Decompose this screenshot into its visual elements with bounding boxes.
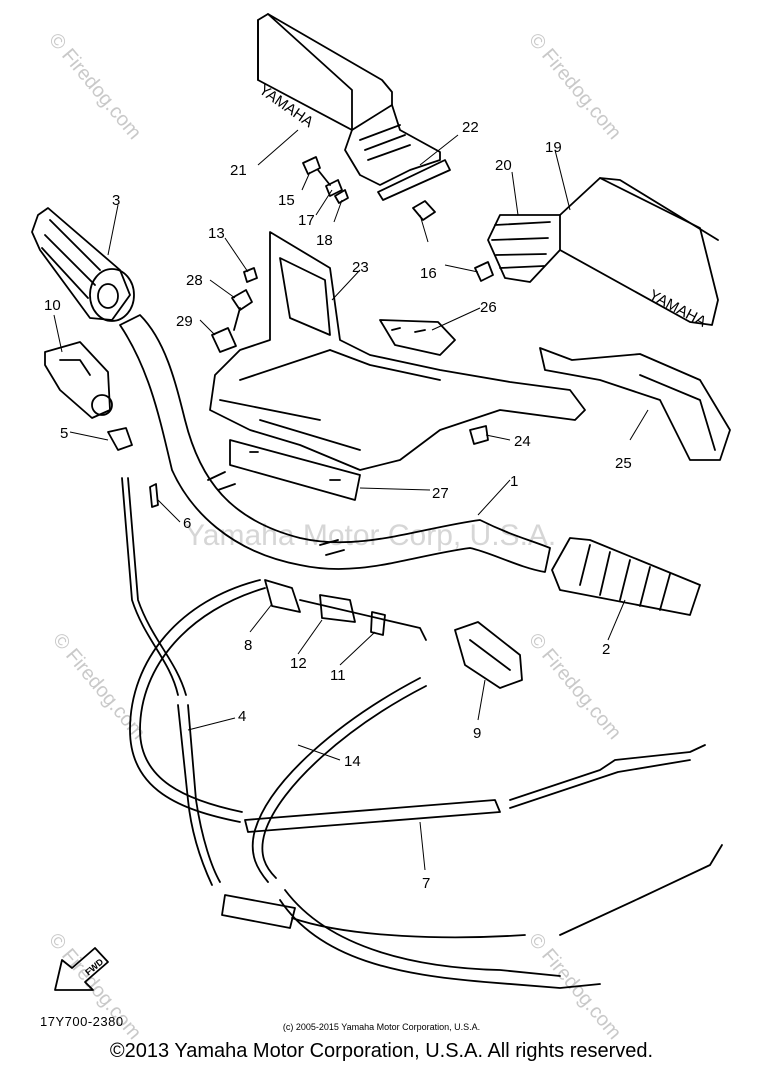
callout-22: 22 (462, 119, 479, 136)
lower-cover-25-part (539, 347, 731, 461)
callout-29: 29 (176, 313, 193, 330)
callout-18: 18 (316, 232, 333, 249)
callout-4: 4 (238, 708, 246, 725)
callout-21: 21 (230, 162, 247, 179)
callout-14: 14 (344, 753, 361, 770)
callout-24: 24 (514, 433, 531, 450)
callout-25: 25 (615, 455, 632, 472)
callout-23: 23 (352, 259, 369, 276)
spacer-16-part (412, 200, 494, 282)
callout-15: 15 (278, 192, 295, 209)
bolt-24-part (469, 425, 489, 445)
callout-11: 11 (330, 667, 346, 684)
callout-12: 12 (290, 655, 307, 672)
mirror-right-part (487, 177, 719, 326)
callout-26: 26 (480, 299, 497, 316)
fwd-arrow-icon (54, 947, 109, 991)
bolt-15-part (302, 156, 349, 204)
callout-13: 13 (208, 225, 225, 242)
bracket-26-part (379, 319, 456, 356)
mirror-upper-part (257, 13, 441, 186)
callout-2: 2 (602, 641, 610, 658)
bolt-28-part (231, 289, 253, 331)
callout-16: 16 (420, 265, 437, 282)
grip-right-part (551, 537, 701, 616)
callout-19: 19 (545, 139, 562, 156)
nut-13-part (243, 267, 258, 283)
callout-27: 27 (432, 485, 449, 502)
brand-label-right: YAMAHA (646, 287, 709, 331)
switch-left-part (44, 341, 113, 419)
bracket-27-part (229, 439, 361, 501)
callout-5: 5 (60, 425, 68, 442)
callout-7: 7 (422, 875, 430, 892)
callout-9: 9 (473, 725, 481, 742)
callout-3: 3 (112, 192, 120, 209)
screw-6-part (149, 483, 159, 508)
boot-9-part (454, 621, 523, 689)
callout-1: 1 (510, 473, 518, 490)
callout-group: 1 2 3 4 5 6 7 8 9 10 11 12 13 14 15 16 1… (44, 119, 632, 892)
mirror-stem-part (377, 159, 451, 201)
watermark-top-right: © Firedog.com (524, 29, 625, 144)
callout-10: 10 (44, 297, 61, 314)
watermark-center: Yamaha Motor Corp, U.S.A. (185, 519, 556, 552)
handle-cover-part (209, 231, 586, 471)
clamp-5-part (107, 427, 133, 451)
small-copyright: (c) 2005-2015 Yamaha Motor Corporation, … (282, 1022, 481, 1032)
cables-part (121, 477, 723, 989)
copyright-footer: ©2013 Yamaha Motor Corporation, U.S.A. A… (109, 1040, 654, 1062)
collar-29-part (211, 327, 237, 353)
watermark-top-left: © Firedog.com (44, 29, 145, 144)
grip-left-part (31, 207, 135, 322)
handlebar-part (119, 314, 551, 573)
callout-20: 20 (495, 157, 512, 174)
watermark-mid-left: © Firedog.com (48, 629, 149, 744)
adjuster-part (264, 579, 427, 641)
diagram-code: 17Y700-2380 (40, 1014, 124, 1029)
callout-8: 8 (244, 637, 252, 654)
callout-6: 6 (183, 515, 191, 532)
callout-28: 28 (186, 272, 203, 289)
callout-17: 17 (298, 212, 315, 229)
leader-lines (53, 129, 649, 871)
